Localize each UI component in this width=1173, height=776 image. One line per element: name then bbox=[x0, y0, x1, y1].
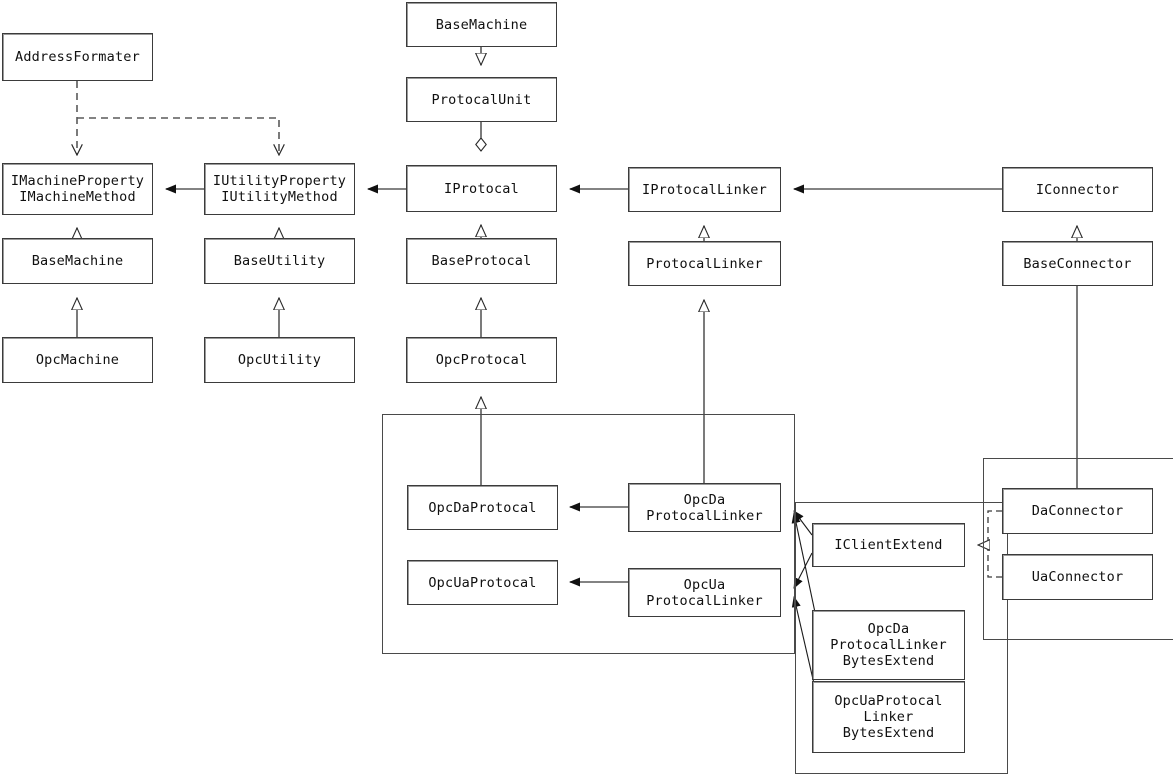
class-box-opc-ua-protocal[interactable]: OpcUaProtocal bbox=[407, 560, 558, 605]
class-box-address-formater[interactable]: AddressFormater bbox=[2, 33, 153, 81]
class-box-protocal-linker[interactable]: ProtocalLinker bbox=[628, 241, 781, 286]
class-box-base-connector[interactable]: BaseConnector bbox=[1002, 241, 1153, 286]
class-box-iutility-property[interactable]: IUtilityProperty IUtilityMethod bbox=[204, 163, 355, 215]
class-box-base-utility[interactable]: BaseUtility bbox=[204, 238, 355, 284]
class-box-base-machine-top[interactable]: BaseMachine bbox=[406, 2, 557, 47]
edge-address-formater-to-iutility-property bbox=[77, 117, 279, 155]
class-box-opc-ua-protocal-linker-bytes-extend[interactable]: OpcUaProtocal Linker BytesExtend bbox=[812, 681, 965, 753]
class-box-ua-connector[interactable]: UaConnector bbox=[1002, 554, 1153, 600]
class-box-base-protocal[interactable]: BaseProtocal bbox=[406, 238, 557, 284]
class-box-base-machine[interactable]: BaseMachine bbox=[2, 238, 153, 284]
class-box-protocal-unit[interactable]: ProtocalUnit bbox=[406, 77, 557, 122]
class-box-opc-ua-protocal-linker[interactable]: OpcUa ProtocalLinker bbox=[628, 568, 781, 617]
class-box-iclient-extend[interactable]: IClientExtend bbox=[812, 523, 965, 567]
group-box-protocal-linker bbox=[382, 414, 795, 654]
class-box-iprotocal-linker[interactable]: IProtocalLinker bbox=[628, 167, 781, 212]
class-box-da-connector[interactable]: DaConnector bbox=[1002, 488, 1153, 534]
class-box-imachine-property[interactable]: IMachineProperty IMachineMethod bbox=[2, 163, 153, 215]
group-box-connector bbox=[983, 458, 1173, 640]
class-box-opc-da-protocal-linker-bytes-extend[interactable]: OpcDa ProtocalLinker BytesExtend bbox=[812, 610, 965, 680]
class-box-opc-machine[interactable]: OpcMachine bbox=[2, 337, 153, 383]
class-box-opc-da-protocal-linker[interactable]: OpcDa ProtocalLinker bbox=[628, 483, 781, 532]
class-box-opc-utility[interactable]: OpcUtility bbox=[204, 337, 355, 383]
class-box-opc-protocal[interactable]: OpcProtocal bbox=[406, 337, 557, 383]
class-box-iprotocal[interactable]: IProtocal bbox=[406, 165, 557, 212]
class-box-opc-da-protocal[interactable]: OpcDaProtocal bbox=[407, 485, 558, 530]
class-box-iconnector[interactable]: IConnector bbox=[1002, 167, 1153, 212]
